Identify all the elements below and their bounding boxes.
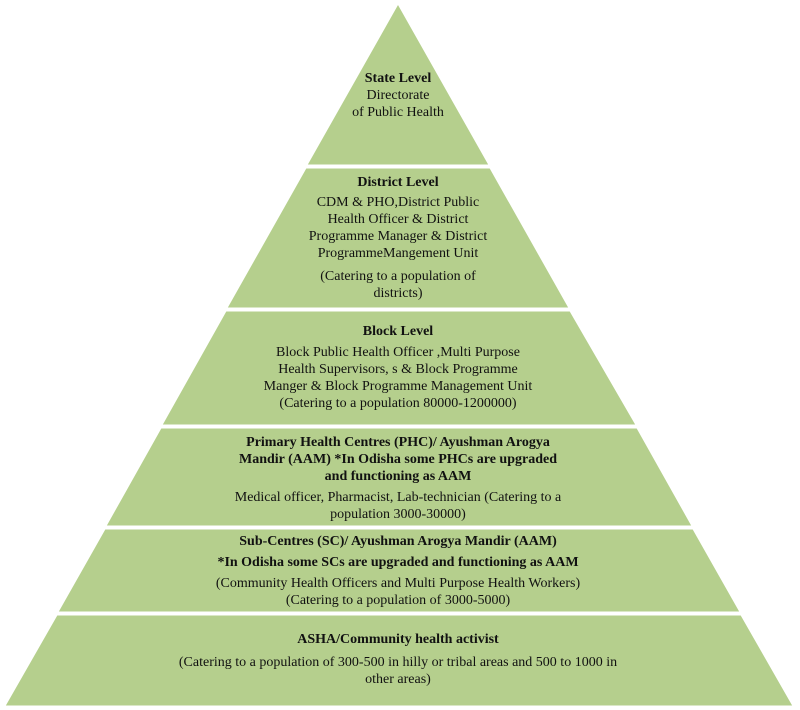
tier-3-body-line: (Catering to a population 80000-1200000)	[279, 396, 517, 411]
tier-2-title: District Level	[268, 174, 528, 191]
tier-5-title: Sub-Centres (SC)/ Ayushman Arogya Mandir…	[128, 533, 668, 571]
tier-3-body-line: Health Supervisors, s & Block Programme	[278, 362, 518, 377]
tier-3-block-level: Block Level Block Public Health Officer …	[228, 323, 568, 412]
tier-2-note: (Catering to a population of districts)	[268, 268, 528, 302]
tier-1-title: State Level	[318, 70, 478, 87]
tier-2-district-level: District Level CDM & PHO,District Public…	[268, 174, 528, 302]
tier-5-title-line: *In Odisha some SCs are upgraded and fun…	[217, 555, 579, 570]
tier-1-body-line: of Public Health	[352, 105, 444, 120]
tier-2-body-line: Programme Manager & District	[308, 229, 488, 244]
tier-6-title-line: ASHA/Community health activist	[297, 632, 499, 647]
tier-4-title: Primary Health Centres (PHC)/ Ayushman A…	[178, 434, 618, 485]
tier-4-title-line: Mandir (AAM) *In Odisha some PHCs are up…	[238, 452, 557, 467]
tier-3-body-line: Block Public Health Officer ,Multi Purpo…	[276, 345, 520, 360]
tier-5-title-line: Sub-Centres (SC)/ Ayushman Arogya Mandir…	[239, 534, 557, 549]
tier-4-body-line: population 3000-30000)	[330, 507, 466, 522]
tier-2-body-line: Health Officer & District	[327, 212, 469, 227]
tier-2-body: CDM & PHO,District Public Health Officer…	[268, 194, 528, 262]
tier-5-body-line: (Catering to a population of 3000-5000)	[285, 593, 511, 608]
tier-6-asha-level: ASHA/Community health activist (Catering…	[98, 631, 698, 688]
tier-3-body: Block Public Health Officer ,Multi Purpo…	[228, 344, 568, 412]
tier-4-body-line: Medical officer, Pharmacist, Lab-technic…	[234, 490, 562, 505]
tier-3-title: Block Level	[228, 323, 568, 340]
tier-6-body-line: (Catering to a population of 300-500 in …	[178, 655, 618, 670]
tier-4-phc-level: Primary Health Centres (PHC)/ Ayushman A…	[178, 434, 618, 523]
tier-1-shape	[306, 2, 490, 166]
tier-4-body: Medical officer, Pharmacist, Lab-technic…	[178, 489, 618, 523]
tier-5-body: (Community Health Officers and Multi Pur…	[128, 575, 668, 609]
tier-5-body-line: (Community Health Officers and Multi Pur…	[215, 576, 581, 591]
tier-1-body-line: Directorate	[366, 88, 430, 103]
tier-4-shape	[105, 427, 693, 527]
tier-1-title-line: State Level	[364, 71, 432, 86]
tier-2-body-line: CDM & PHO,District Public	[316, 195, 480, 210]
tier-1-state-level: State Level Directorate of Public Health	[318, 70, 478, 121]
tier-1-body: Directorate of Public Health	[318, 87, 478, 121]
tier-6-title: ASHA/Community health activist	[98, 631, 698, 648]
tier-5-subcentre-level: Sub-Centres (SC)/ Ayushman Arogya Mandir…	[128, 533, 668, 609]
tier-6-body: (Catering to a population of 300-500 in …	[98, 654, 698, 688]
tier-2-shape	[226, 167, 570, 309]
tier-6-body-line: other areas)	[365, 672, 431, 687]
tier-3-body-line: Manger & Block Programme Management Unit	[263, 379, 533, 394]
tier-4-title-line: and functioning as AAM	[324, 469, 472, 484]
tier-6-shape	[4, 614, 794, 707]
tier-4-title-line: Primary Health Centres (PHC)/ Ayushman A…	[246, 435, 550, 450]
tier-2-note-line: districts)	[373, 286, 423, 301]
tier-5-shape	[57, 528, 741, 613]
tier-3-title-line: Block Level	[362, 324, 434, 339]
tier-2-body-line: ProgrammeMangement Unit	[317, 246, 479, 261]
tier-2-note-line: (Catering to a population of	[320, 269, 476, 284]
tier-3-shape	[161, 310, 637, 426]
tier-2-title-line: District Level	[357, 175, 439, 190]
